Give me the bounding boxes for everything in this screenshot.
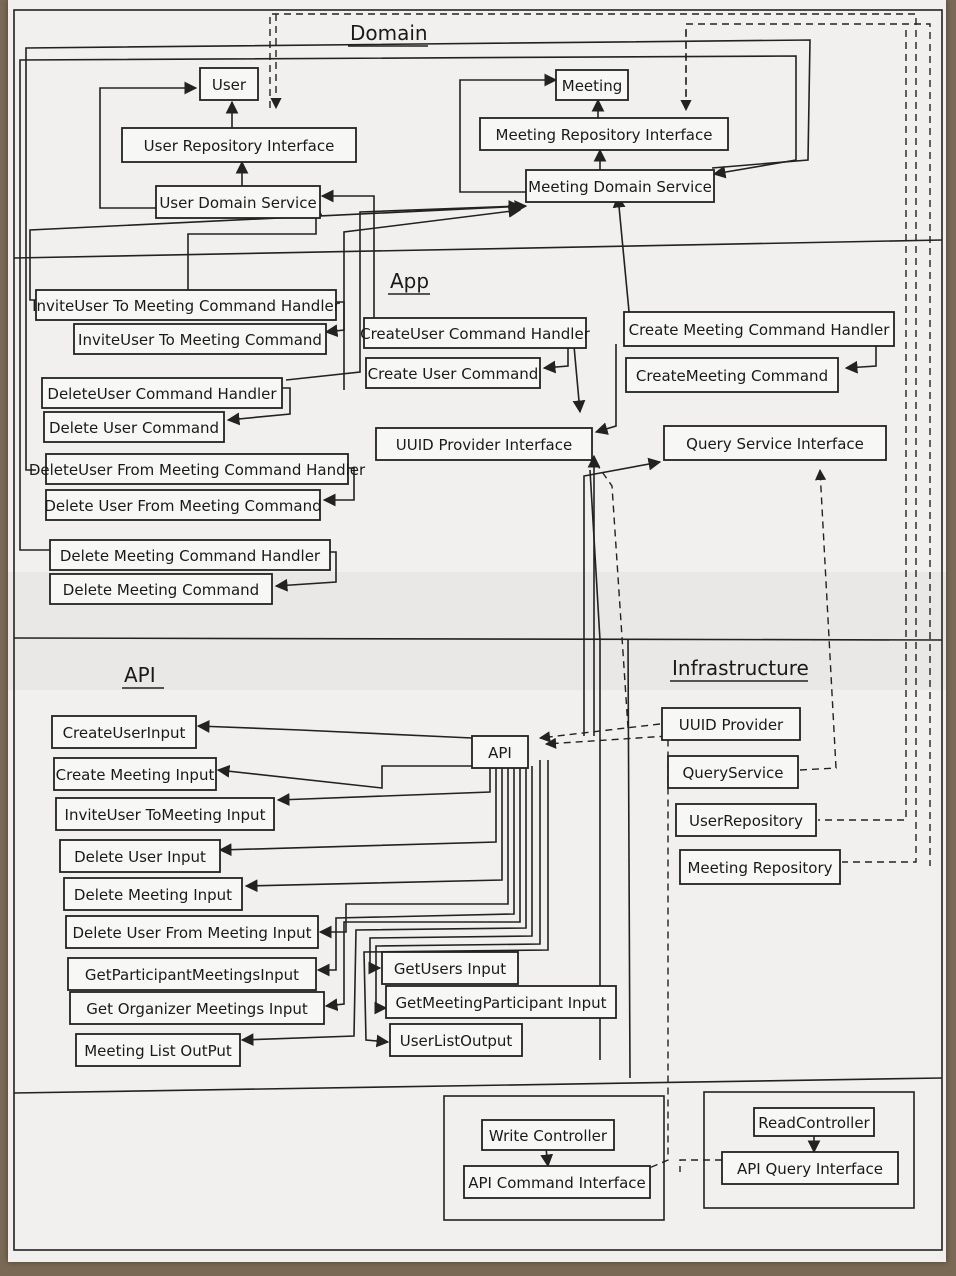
svg-text:InviteUser To Meeting Command: InviteUser To Meeting Command xyxy=(78,331,322,349)
create-user-command-box: Create User Command xyxy=(365,357,541,389)
svg-text:Create Meeting Command Handler: Create Meeting Command Handler xyxy=(629,321,891,339)
svg-text:Meeting: Meeting xyxy=(562,77,622,95)
svg-text:Write Controller: Write Controller xyxy=(489,1127,608,1145)
svg-text:Create User Command: Create User Command xyxy=(368,365,539,383)
delete-meeting-handler-box: Delete Meeting Command Handler xyxy=(49,539,331,571)
svg-text:Get Organizer Meetings Input: Get Organizer Meetings Input xyxy=(86,1000,308,1018)
svg-text:Meeting Repository: Meeting Repository xyxy=(687,859,832,877)
user-repository-box: UserRepository xyxy=(675,803,817,837)
divider-api-controllers xyxy=(13,1077,943,1094)
meeting-entity-box: Meeting xyxy=(555,69,629,101)
section-title-domain: Domain xyxy=(350,21,428,45)
page-frame xyxy=(13,9,943,1251)
svg-text:DeleteUser From Meeting Comman: DeleteUser From Meeting Command Handler xyxy=(29,461,366,479)
svg-text:Delete User From Meeting Input: Delete User From Meeting Input xyxy=(72,924,311,942)
query-service-box: QueryService xyxy=(667,755,799,789)
invite-user-command-box: InviteUser To Meeting Command xyxy=(73,323,327,355)
svg-text:User: User xyxy=(212,76,247,94)
delete-user-from-meeting-input-box: Delete User From Meeting Input xyxy=(65,915,319,949)
write-controller-box: Write Controller xyxy=(481,1119,615,1151)
invite-user-handler-box: InviteUser To Meeting Command Handler xyxy=(32,289,341,321)
create-meeting-command-box: CreateMeeting Command xyxy=(625,357,839,393)
svg-text:GetParticipantMeetingsInput: GetParticipantMeetingsInput xyxy=(85,966,299,984)
svg-text:UserListOutput: UserListOutput xyxy=(400,1032,513,1050)
svg-text:UserRepository: UserRepository xyxy=(689,812,803,830)
svg-text:ReadController: ReadController xyxy=(758,1114,870,1132)
read-controller-box: ReadController xyxy=(753,1107,875,1137)
divider-app-api xyxy=(13,637,943,641)
svg-text:Meeting List OutPut: Meeting List OutPut xyxy=(84,1042,232,1060)
get-organizer-meetings-input-box: Get Organizer Meetings Input xyxy=(69,991,325,1025)
delete-user-from-meeting-command-box: Delete User From Meeting Command xyxy=(44,489,322,521)
get-participant-meetings-input-box: GetParticipantMeetingsInput xyxy=(67,957,317,991)
svg-text:UUID Provider: UUID Provider xyxy=(679,716,784,734)
read-controller-group xyxy=(703,1091,915,1209)
svg-text:InviteUser To Meeting Command: InviteUser To Meeting Command Handler xyxy=(32,297,341,315)
api-command-interface-box: API Command Interface xyxy=(463,1165,651,1199)
svg-text:User Domain Service: User Domain Service xyxy=(159,194,316,212)
svg-text:Meeting Repository Interface: Meeting Repository Interface xyxy=(496,126,713,144)
delete-meeting-command-box: Delete Meeting Command xyxy=(49,573,273,605)
create-meeting-handler-box: Create Meeting Command Handler xyxy=(623,311,895,347)
user-domain-service-box: User Domain Service xyxy=(155,185,321,219)
query-service-interface-box: Query Service Interface xyxy=(663,425,887,461)
section-title-infrastructure: Infrastructure xyxy=(672,656,809,680)
delete-user-handler-box: DeleteUser Command Handler xyxy=(41,377,283,409)
svg-text:Query Service Interface: Query Service Interface xyxy=(686,435,864,453)
svg-text:Delete Meeting Input: Delete Meeting Input xyxy=(74,886,232,904)
svg-text:GetUsers Input: GetUsers Input xyxy=(394,960,506,978)
section-title-api: API xyxy=(124,663,156,687)
svg-text:API Query Interface: API Query Interface xyxy=(737,1160,883,1178)
svg-text:Create Meeting Input: Create Meeting Input xyxy=(56,766,215,784)
meeting-repository-box: Meeting Repository xyxy=(679,849,841,885)
svg-text:Meeting Domain Service: Meeting Domain Service xyxy=(528,178,712,196)
svg-text:CreateUser Command Handler: CreateUser Command Handler xyxy=(360,325,591,343)
create-user-input-box: CreateUserInput xyxy=(51,715,197,749)
get-meeting-participant-input-box: GetMeetingParticipant Input xyxy=(385,985,617,1019)
svg-text:CreateMeeting Command: CreateMeeting Command xyxy=(636,367,828,385)
svg-text:CreateUserInput: CreateUserInput xyxy=(63,724,186,742)
divider-api-infra xyxy=(627,639,631,1079)
delete-user-input-box: Delete User Input xyxy=(59,839,221,873)
svg-text:Delete User Input: Delete User Input xyxy=(74,848,206,866)
get-users-input-box: GetUsers Input xyxy=(381,951,519,985)
user-list-output-box: UserListOutput xyxy=(389,1023,523,1057)
write-controller-group xyxy=(443,1095,665,1221)
user-entity-box: User xyxy=(199,67,259,101)
invite-user-input-box: InviteUser ToMeeting Input xyxy=(55,797,275,831)
svg-text:API: API xyxy=(488,744,512,762)
api-query-interface-box: API Query Interface xyxy=(721,1151,899,1185)
svg-text:UUID Provider Interface: UUID Provider Interface xyxy=(396,436,572,454)
svg-text:User Repository Interface: User Repository Interface xyxy=(144,137,335,155)
svg-text:Delete Meeting Command Handler: Delete Meeting Command Handler xyxy=(60,547,321,565)
delete-meeting-input-box: Delete Meeting Input xyxy=(63,877,243,911)
create-user-handler-box: CreateUser Command Handler xyxy=(360,317,591,349)
svg-text:QueryService: QueryService xyxy=(682,764,783,782)
svg-text:API Command Interface: API Command Interface xyxy=(468,1174,646,1192)
svg-text:DeleteUser Command Handler: DeleteUser Command Handler xyxy=(47,385,277,403)
svg-text:Delete User Command: Delete User Command xyxy=(49,419,219,437)
delete-user-from-meeting-handler-box: DeleteUser From Meeting Command Handler xyxy=(29,453,366,485)
user-repository-interface-box: User Repository Interface xyxy=(121,127,357,163)
meeting-domain-service-box: Meeting Domain Service xyxy=(525,169,715,203)
section-title-app: App xyxy=(390,269,429,293)
svg-text:Delete Meeting Command: Delete Meeting Command xyxy=(63,581,259,599)
svg-text:InviteUser ToMeeting Input: InviteUser ToMeeting Input xyxy=(65,806,266,824)
meeting-list-output-box: Meeting List OutPut xyxy=(75,1033,241,1067)
uuid-provider-box: UUID Provider xyxy=(661,707,801,741)
delete-user-command-box: Delete User Command xyxy=(43,411,225,443)
create-meeting-input-box: Create Meeting Input xyxy=(53,757,217,791)
meeting-repository-interface-box: Meeting Repository Interface xyxy=(479,117,729,151)
api-box: API xyxy=(471,735,529,769)
svg-text:Delete User From Meeting Comma: Delete User From Meeting Command xyxy=(44,497,321,515)
uuid-provider-interface-box: UUID Provider Interface xyxy=(375,427,593,461)
svg-text:GetMeetingParticipant Input: GetMeetingParticipant Input xyxy=(395,994,606,1012)
divider-domain-app xyxy=(13,239,943,259)
